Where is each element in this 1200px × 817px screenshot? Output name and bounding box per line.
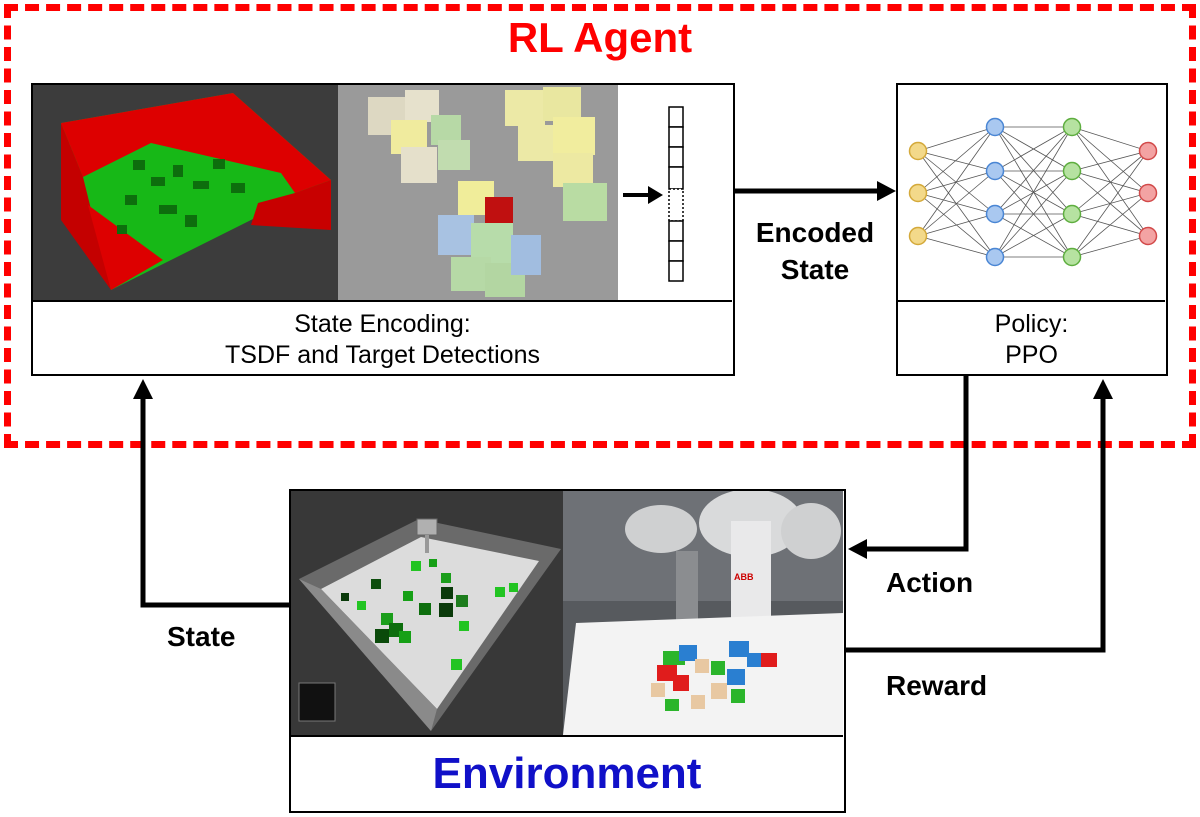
tsdf-voxels (117, 159, 245, 234)
tsdf-occupied-top (61, 93, 331, 193)
state-encoding-panel: State Encoding: TSDF and Target Detectio… (31, 83, 735, 376)
input-neuron (908, 141, 928, 161)
encoding-arrow-head (648, 186, 663, 204)
output-neuron (1138, 141, 1158, 161)
hidden-neuron (1062, 161, 1082, 181)
neural-network (908, 117, 1158, 267)
state-encoding-caption-line2: TSDF and Target Detections (225, 341, 540, 369)
action-arrowhead (848, 539, 867, 559)
detected-cubes (368, 87, 607, 297)
tsdf-occupied-right (251, 180, 331, 230)
tsdf-occupied-left (61, 123, 111, 290)
rl-agent-boundary (4, 4, 1196, 448)
output-neuron (1138, 183, 1158, 203)
state-encoding-images (33, 85, 684, 300)
state-label: State (167, 621, 236, 652)
encoded-vector (668, 106, 684, 282)
input-neuron (908, 226, 928, 246)
sim-cubes (341, 559, 518, 670)
action-label: Action (886, 567, 974, 598)
sim-gripper (416, 518, 438, 553)
network-edges (917, 126, 1149, 258)
sim-minimap (298, 682, 336, 722)
hidden-neuron (1062, 117, 1082, 137)
encoded-state-label-line1: Encoded (755, 217, 875, 248)
output-neuron (1138, 226, 1158, 246)
policy-caption-line2: PPO (1005, 341, 1058, 369)
state-encoding-caption-line1: State Encoding: (294, 310, 471, 338)
hidden-neuron (985, 161, 1005, 181)
hidden-neuron (1062, 247, 1082, 267)
encoded-state-label-line2: State (780, 254, 850, 285)
policy-panel: Policy: PPO (896, 83, 1168, 376)
hidden-neuron (1062, 204, 1082, 224)
tsdf-occupied-corner (88, 205, 163, 290)
input-neuron (908, 183, 928, 203)
hidden-neuron (985, 117, 1005, 137)
hidden-neuron (985, 247, 1005, 267)
rl-agent-title: RL Agent (507, 14, 693, 61)
hidden-neuron (985, 204, 1005, 224)
environment-title: Environment (432, 749, 702, 798)
robot-brand-label: ABB (734, 572, 754, 582)
robot-table (563, 613, 843, 735)
reward-label: Reward (886, 670, 988, 701)
policy-caption-line1: Policy: (994, 310, 1069, 338)
robot-arm: ABB (625, 491, 841, 637)
environment-images: ABB (291, 491, 843, 735)
sim-bin-front-wall (299, 579, 437, 731)
environment-panel: ABB Environment (289, 489, 846, 813)
real-cubes (651, 641, 777, 711)
